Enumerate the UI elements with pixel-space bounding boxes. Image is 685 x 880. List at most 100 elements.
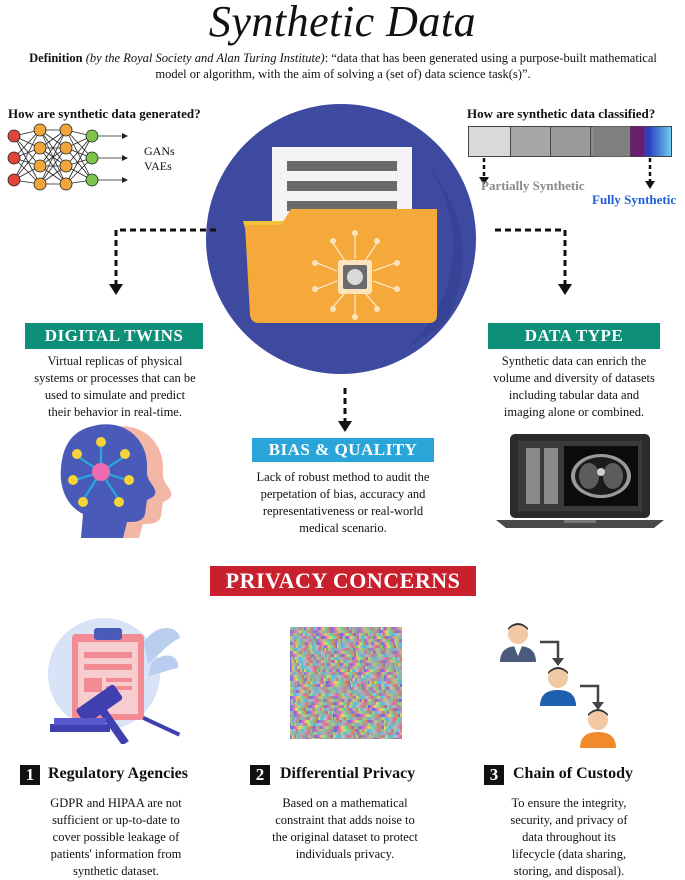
noise-strip bbox=[310, 636, 314, 639]
noise-strip bbox=[312, 729, 334, 732]
text-line: security, and privacy of bbox=[510, 813, 628, 827]
noise-strip bbox=[400, 714, 402, 717]
noise-strip bbox=[342, 636, 346, 639]
noise-strip bbox=[310, 663, 327, 666]
text-line: Based on a mathematical bbox=[282, 796, 408, 810]
definition-label: Definition bbox=[29, 51, 83, 65]
noise-strip bbox=[374, 651, 383, 654]
noise-strip bbox=[314, 732, 334, 735]
noise-strip bbox=[321, 654, 327, 657]
noise-strip bbox=[373, 732, 396, 735]
item-number-2: 2 bbox=[250, 765, 270, 785]
noise-strip bbox=[346, 717, 364, 720]
noise-strip bbox=[311, 690, 333, 693]
noise-strip bbox=[290, 639, 297, 642]
noise-strip bbox=[400, 702, 402, 705]
noise-strip bbox=[397, 720, 402, 723]
noise-strip bbox=[358, 729, 364, 732]
noise-strip bbox=[384, 729, 395, 732]
noise-strip bbox=[383, 645, 396, 648]
noise-strip bbox=[290, 645, 296, 648]
noise-strip bbox=[329, 687, 350, 690]
definition-text: : “data that has been generated using a … bbox=[155, 51, 657, 81]
noise-strip bbox=[314, 657, 324, 660]
noise-strip bbox=[299, 663, 310, 666]
noise-strip bbox=[290, 714, 294, 717]
noise-strip bbox=[398, 687, 402, 690]
text-line: used to simulate and predict bbox=[44, 388, 186, 402]
text-line: constraint that adds noise to bbox=[275, 813, 415, 827]
text-line: including tabular data and bbox=[508, 388, 640, 402]
noise-strip bbox=[326, 681, 350, 684]
noise-strip bbox=[290, 693, 311, 696]
noise-strip bbox=[337, 717, 346, 720]
noise-strip bbox=[386, 633, 402, 636]
noise-strip bbox=[297, 738, 306, 739]
noise-strip bbox=[323, 648, 328, 651]
noise-strip bbox=[311, 702, 335, 705]
noise-strip bbox=[290, 678, 306, 681]
noise-strip bbox=[387, 636, 402, 639]
noise-strip bbox=[380, 630, 397, 633]
noise-strip bbox=[308, 723, 332, 726]
noise-strip bbox=[290, 666, 297, 669]
noise-strip bbox=[361, 675, 384, 678]
noise-strip bbox=[384, 678, 402, 681]
noise-strip bbox=[310, 645, 324, 648]
noise-strip bbox=[348, 720, 370, 723]
noise-strip bbox=[290, 696, 311, 699]
noise-strip bbox=[297, 684, 318, 687]
noise-strip bbox=[290, 660, 296, 663]
noise-strip bbox=[302, 651, 311, 654]
noise-strip bbox=[313, 627, 318, 630]
noise-strip bbox=[294, 711, 308, 714]
generation-question: How are synthetic data generated? bbox=[8, 106, 201, 121]
noise-strip bbox=[374, 627, 379, 630]
text-line: volume and diversity of datasets bbox=[493, 371, 655, 385]
noise-strip bbox=[290, 633, 303, 636]
noise-strip bbox=[318, 717, 333, 720]
noise-strip bbox=[346, 636, 359, 639]
differential-privacy-text: Based on a mathematical constraint that … bbox=[240, 795, 450, 863]
noise-strip bbox=[290, 732, 314, 735]
noise-strip bbox=[357, 732, 369, 735]
noise-strip bbox=[353, 648, 371, 651]
text-line: cover possible leakage of bbox=[52, 830, 180, 844]
noise-strip bbox=[341, 633, 355, 636]
noise-strip bbox=[315, 639, 337, 642]
noise-strip bbox=[316, 660, 333, 663]
noise-strip bbox=[397, 675, 402, 678]
noise-strip bbox=[360, 660, 383, 663]
chain-of-custody-icon bbox=[500, 623, 616, 748]
noise-strip bbox=[308, 675, 327, 678]
noise-strip bbox=[323, 699, 343, 702]
noise-strip bbox=[299, 729, 312, 732]
noise-strip bbox=[384, 726, 402, 729]
noise-strip bbox=[307, 642, 313, 645]
noise-strip bbox=[348, 666, 365, 669]
noise-strip bbox=[392, 696, 398, 699]
noise-strip bbox=[332, 723, 353, 726]
noise-strip bbox=[389, 663, 393, 666]
noise-strip bbox=[371, 687, 380, 690]
noise-strip bbox=[321, 678, 330, 681]
noise-strip bbox=[305, 735, 315, 738]
noise-strip bbox=[396, 645, 402, 648]
noise-strip bbox=[333, 717, 337, 720]
noise-strip bbox=[382, 669, 396, 672]
noise-strip bbox=[313, 642, 317, 645]
noise-strip bbox=[352, 675, 361, 678]
noise-strip bbox=[379, 654, 402, 657]
noise-strip bbox=[368, 681, 374, 684]
noise-strip bbox=[342, 639, 364, 642]
noise-strip bbox=[357, 678, 380, 681]
noise-strip bbox=[379, 627, 385, 630]
noise-strip bbox=[290, 735, 296, 738]
noise-strip bbox=[374, 738, 397, 739]
noise-strip bbox=[358, 645, 383, 648]
partial-arrow-icon bbox=[479, 158, 489, 185]
noise-strip bbox=[318, 672, 339, 675]
noise-strip bbox=[299, 720, 319, 723]
noise-strip bbox=[306, 738, 323, 739]
noise-strip bbox=[319, 720, 342, 723]
